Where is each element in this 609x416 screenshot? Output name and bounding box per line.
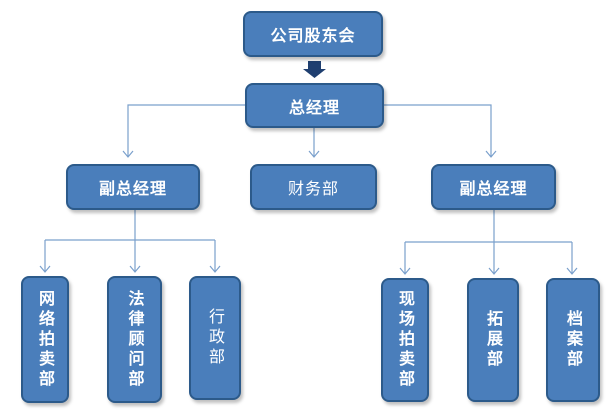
node-online-auction: 网络拍卖部 bbox=[21, 276, 69, 403]
connector-gm-left bbox=[127, 104, 246, 157]
node-finance: 财务部 bbox=[250, 164, 377, 210]
node-onsite-auction: 现场拍卖部 bbox=[381, 278, 429, 402]
node-archives: 档案部 bbox=[546, 278, 600, 402]
node-general-manager: 总经理 bbox=[245, 83, 384, 128]
node-deputy-left: 副总经理 bbox=[66, 164, 200, 210]
down-block-arrow-icon bbox=[303, 61, 326, 78]
node-expansion: 拓展部 bbox=[467, 278, 519, 402]
node-admin: 行政部 bbox=[189, 276, 241, 400]
node-shareholders: 公司股东会 bbox=[243, 11, 383, 57]
node-deputy-right: 副总经理 bbox=[431, 164, 556, 210]
node-legal: 法律顾问部 bbox=[107, 276, 162, 403]
connector-gm-right bbox=[382, 104, 492, 157]
